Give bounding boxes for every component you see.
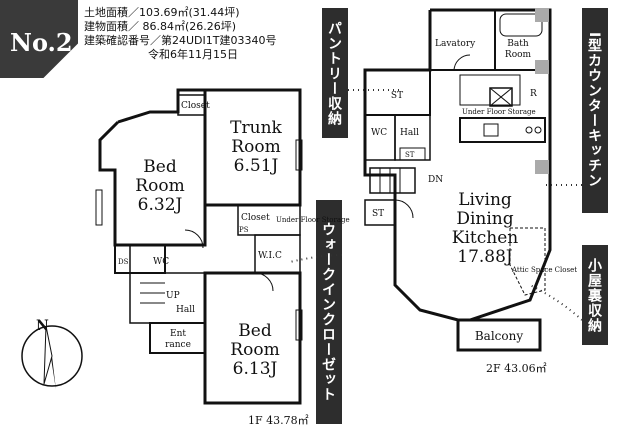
living-label-1: Living: [458, 190, 512, 210]
compass-icon: N: [21, 318, 83, 390]
floor2-area: 2F 43.06㎡: [486, 362, 547, 375]
bed1-name-label: Bed: [143, 157, 177, 177]
plan-number-badge: No.2: [0, 0, 78, 78]
st1-label: ST: [391, 91, 403, 101]
under-floor-label: Under Floor Storage: [276, 216, 350, 224]
closet-top-label: Closet: [181, 101, 210, 111]
st2-label: ST: [405, 151, 415, 159]
attic-callout: 小屋裏収納: [582, 245, 608, 345]
compass-north-label: N: [36, 318, 49, 334]
wic-label: W.I.C: [258, 251, 282, 261]
bath-label-2: Room: [505, 50, 532, 60]
land-area: 土地面積／103.69㎡(31.44坪): [84, 6, 240, 19]
trunk-room-label: Room: [231, 137, 280, 157]
ds-label: DS: [118, 258, 129, 266]
kitchen-callout: I型カウンターキッチン: [582, 8, 608, 213]
entrance-label-1: Ent: [170, 329, 186, 339]
st3-label: ST: [372, 209, 384, 219]
bed2-room-label: Room: [230, 340, 279, 360]
wc1-label: WC: [153, 257, 169, 267]
living-label-2: Dining: [456, 209, 513, 229]
bed1-room-label: Room: [135, 176, 184, 196]
closet-mid-label: Closet: [241, 213, 270, 223]
under-floor2-label: Under Floor Storage: [462, 108, 536, 116]
bed1-size-label: 6.32J: [138, 195, 183, 215]
bed2-name-label: Bed: [238, 321, 272, 341]
floor1-plan: [95, 88, 303, 405]
wc2-label: WC: [371, 128, 387, 138]
permit-number: 建築確認番号／第24UDI1T建03340号: [84, 34, 277, 47]
bath-label-1: Bath: [507, 39, 529, 49]
entrance-label-2: rance: [165, 340, 191, 350]
building-area: 建物面積／ 86.84㎡(26.26坪): [84, 20, 237, 33]
attic-label: Attic Space Closet: [511, 266, 577, 274]
hall2-label: Hall: [400, 128, 419, 138]
ps-label: PS: [239, 226, 249, 234]
floor2-plan: [363, 8, 552, 352]
floor1-area: 1F 43.78㎡: [248, 414, 309, 427]
r-label: R: [530, 89, 537, 99]
callout-dotted-lines: [289, 89, 583, 321]
permit-date: 令和6年11月15日: [148, 48, 238, 61]
walkin-closet-callout: ウォークインクローゼット: [316, 200, 342, 424]
balcony-label: Balcony: [475, 329, 523, 343]
trunk-size-label: 6.51J: [234, 156, 279, 176]
bed2-size-label: 6.13J: [233, 359, 278, 379]
living-label-3: Kitchen: [452, 228, 518, 248]
pantry-callout: パントリー収納: [322, 8, 348, 138]
lavatory-label: Lavatory: [435, 39, 476, 49]
trunk-name-label: Trunk: [230, 118, 282, 138]
dn-label: DN: [428, 175, 443, 185]
up-label: UP: [166, 291, 180, 301]
hall1-label: Hall: [176, 305, 195, 315]
plan-number: No.2: [10, 28, 73, 57]
living-size-label: 17.88J: [457, 247, 513, 267]
callout-markers: [535, 8, 549, 174]
